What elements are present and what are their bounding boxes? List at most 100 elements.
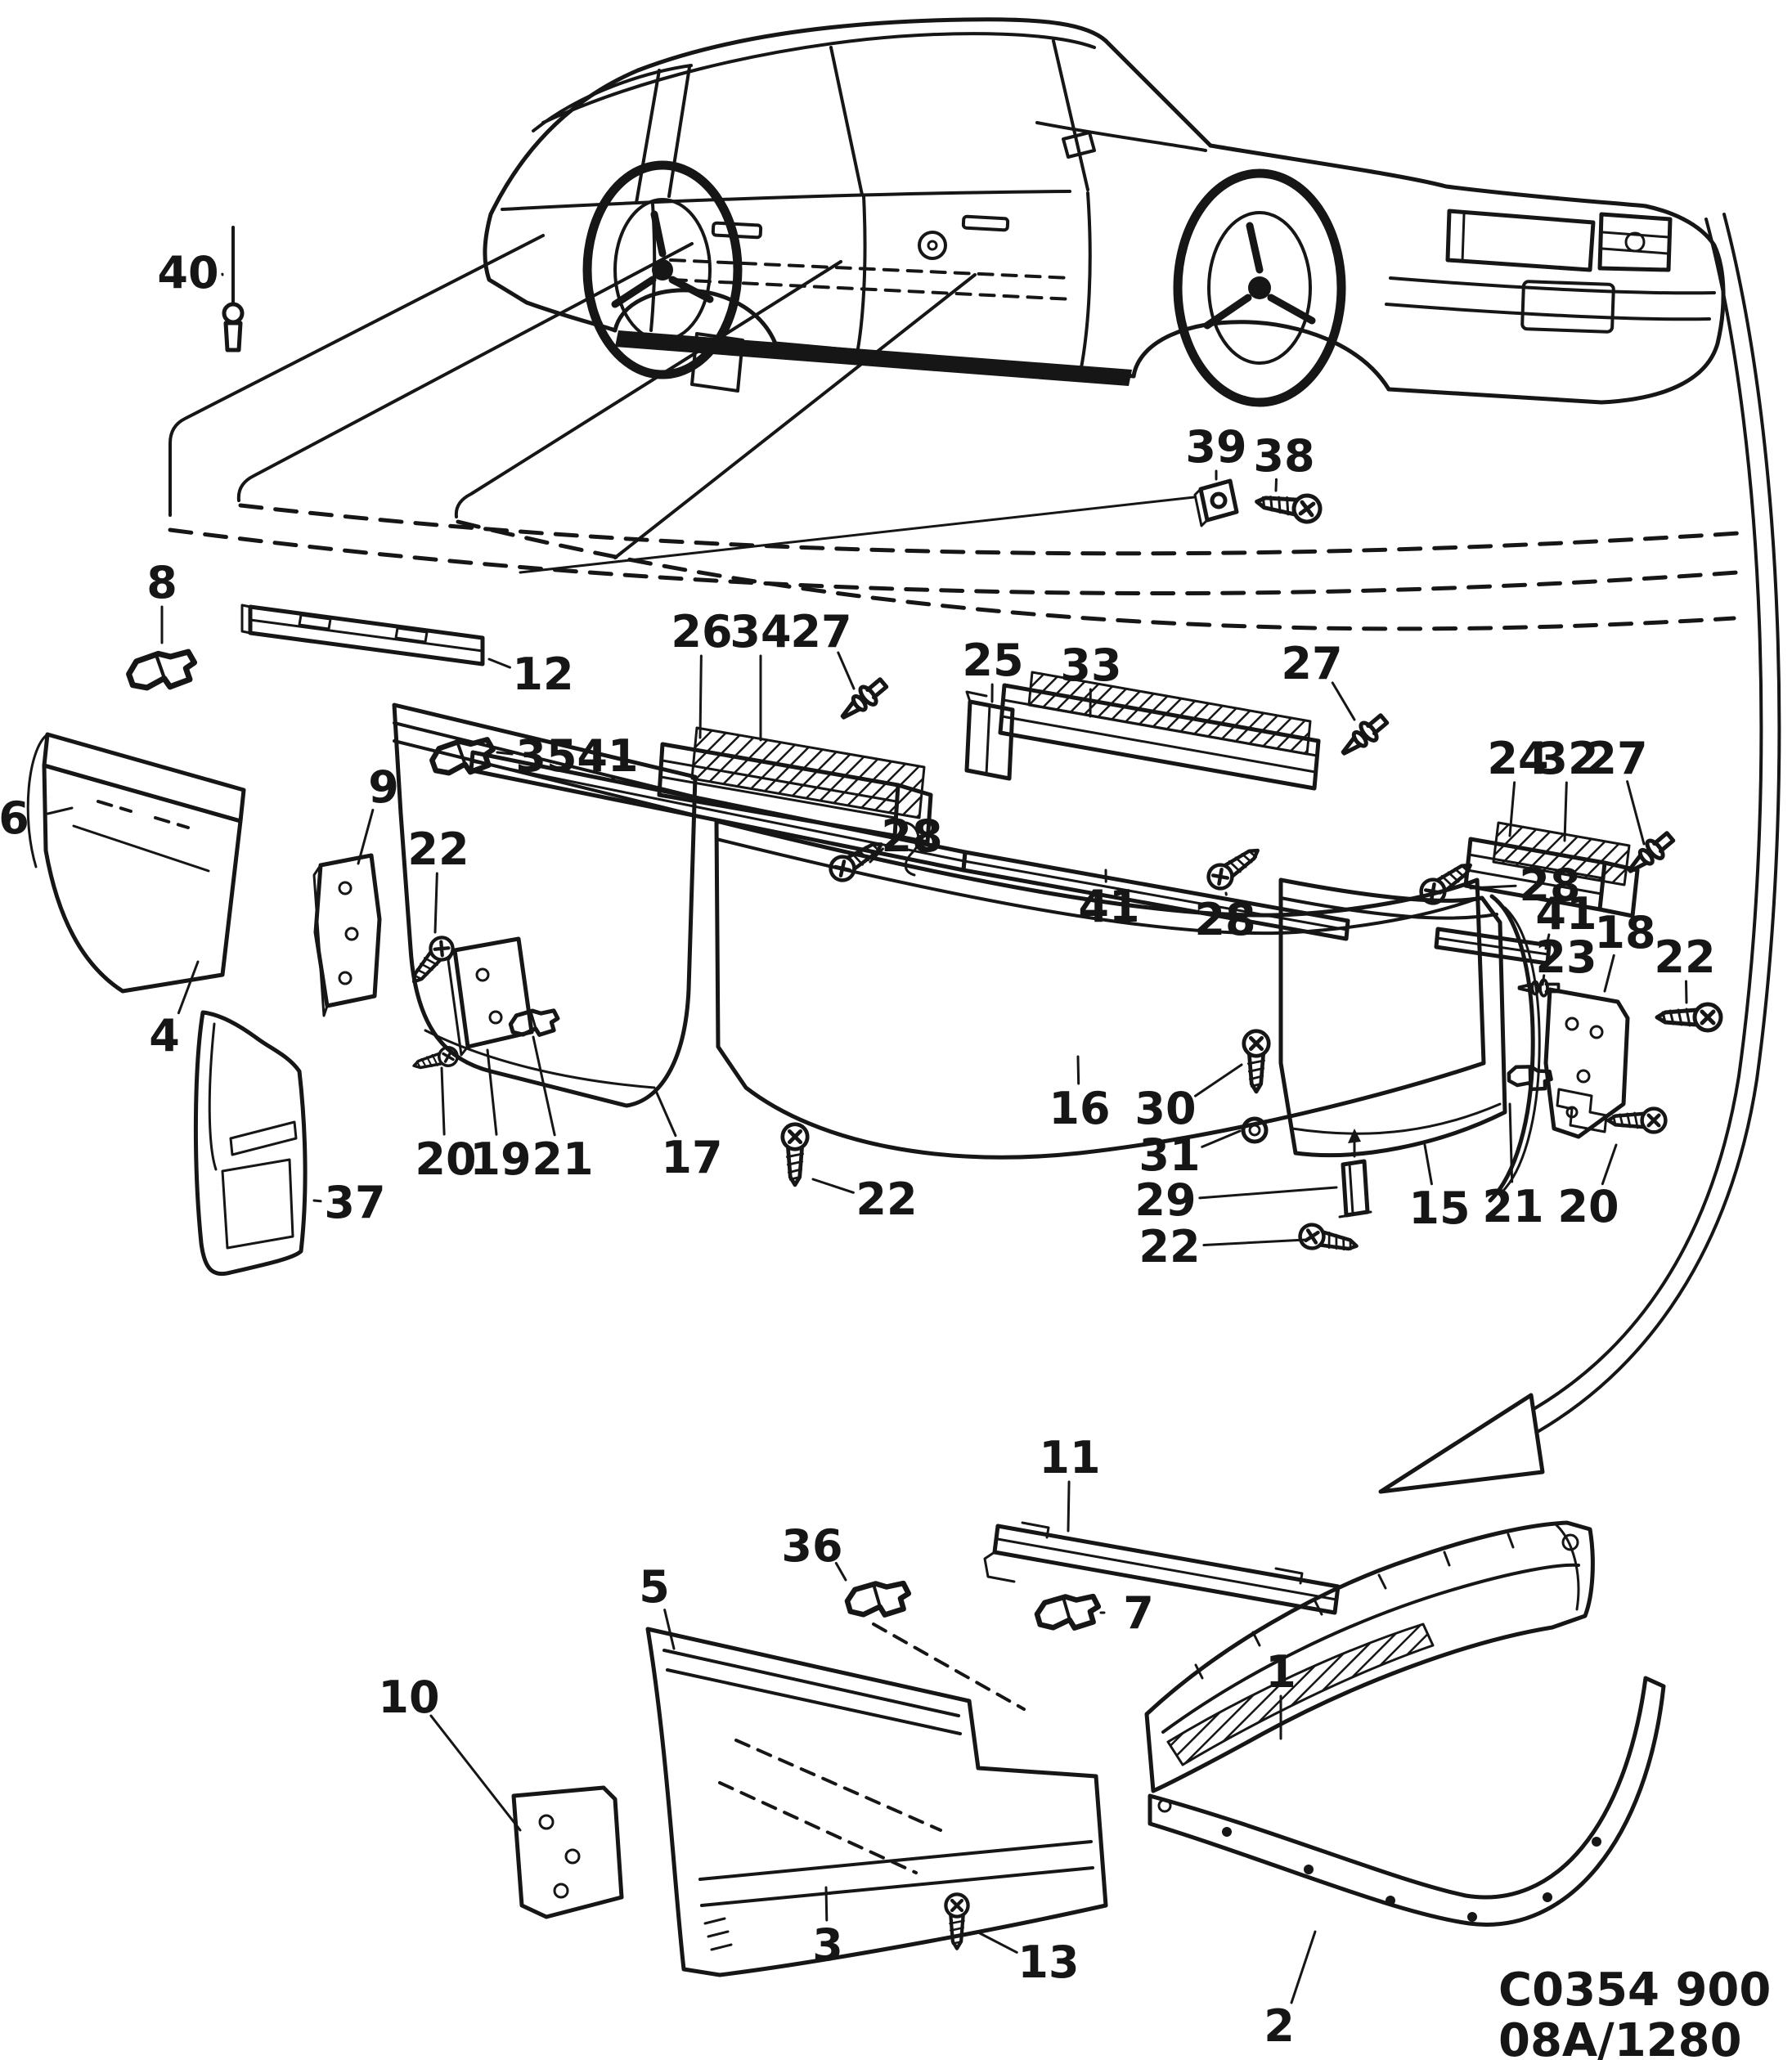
callout-leader <box>433 872 438 934</box>
callout-label-41[interactable]: 41 <box>1078 881 1139 932</box>
part-end-panel-4-6 <box>26 732 246 994</box>
part-rail-12 <box>240 604 485 666</box>
callout-leader <box>811 1178 855 1194</box>
callout-label-33[interactable]: 33 <box>1060 640 1121 691</box>
part-screw-22-center <box>1298 1223 1359 1258</box>
callout-label-28[interactable]: 28 <box>1519 859 1580 911</box>
part-bracket-19 <box>447 936 534 1057</box>
callout-leader <box>824 1886 829 1922</box>
callout-leader <box>1076 1055 1080 1085</box>
part-spacer-29 <box>1338 1129 1372 1218</box>
callout-label-22[interactable]: 22 <box>1654 931 1715 983</box>
callout-label-28[interactable]: 28 <box>1194 894 1255 945</box>
callout-label-19[interactable]: 19 <box>469 1133 531 1185</box>
callout-leader <box>487 657 511 669</box>
callout-leader <box>532 1035 556 1137</box>
part-rivet-27-left <box>837 675 891 725</box>
part-screw-28-mid <box>1204 841 1264 893</box>
callout-label-9[interactable]: 9 <box>368 761 399 813</box>
callout-label-17[interactable]: 17 <box>661 1132 722 1183</box>
callout-label-13[interactable]: 13 <box>1017 1937 1079 1988</box>
callout-leader <box>1469 884 1517 890</box>
callout-label-22[interactable]: 22 <box>1139 1221 1200 1272</box>
callout-label-31[interactable]: 31 <box>1139 1129 1200 1181</box>
callout-label-28[interactable]: 28 <box>881 810 942 862</box>
callout-label-20[interactable]: 20 <box>415 1133 476 1185</box>
callout-label-22[interactable]: 22 <box>407 824 469 875</box>
callout-label-27[interactable]: 27 <box>1586 733 1647 784</box>
callout-leader <box>429 1714 522 1832</box>
callout-leader <box>1563 781 1568 842</box>
callout-label-6[interactable]: 6 <box>0 792 29 844</box>
callout-label-25[interactable]: 25 <box>962 635 1023 686</box>
part-screw-30 <box>1244 1031 1269 1092</box>
part-strip-41 <box>469 750 1552 966</box>
callout-leader <box>496 751 514 756</box>
callout-label-40[interactable]: 40 <box>157 247 218 298</box>
callout-label-37[interactable]: 37 <box>324 1177 385 1228</box>
callout-label-30[interactable]: 30 <box>1134 1083 1196 1134</box>
callout-label-34[interactable]: 34 <box>730 606 791 657</box>
callout-leader <box>654 1089 677 1138</box>
callout-leader <box>869 847 884 864</box>
callout-label-24[interactable]: 24 <box>1487 733 1548 784</box>
callout-leader <box>46 806 74 815</box>
callout-label-20[interactable]: 20 <box>1557 1181 1619 1232</box>
callout-label-16[interactable]: 16 <box>1049 1083 1110 1134</box>
part-bolt-20-right <box>1556 1088 1665 1132</box>
callout-label-41[interactable]: 41 <box>577 730 638 782</box>
callout-label-26[interactable]: 26 <box>671 606 732 657</box>
callout-leader <box>1508 781 1516 837</box>
part-panel-16 <box>714 819 1486 1160</box>
callout-label-32[interactable]: 32 <box>1537 733 1598 784</box>
callout-label-12[interactable]: 12 <box>512 649 573 700</box>
callout-label-15[interactable]: 15 <box>1408 1183 1470 1234</box>
callout-leader <box>440 1066 446 1136</box>
callout-label-35[interactable]: 35 <box>515 730 577 782</box>
part-rail-24-32 <box>1463 821 1640 918</box>
callout-leader <box>1603 954 1615 993</box>
drawing-sheet-code: 08A/1280 <box>1498 2014 1742 2060</box>
part-clip-36 <box>846 1581 910 1618</box>
callout-label-8[interactable]: 8 <box>146 557 177 608</box>
callout-label-39[interactable]: 39 <box>1185 421 1246 473</box>
callout-leader <box>1626 780 1646 846</box>
callout-label-21[interactable]: 21 <box>532 1133 593 1185</box>
callout-label-1[interactable]: 1 <box>1265 1646 1296 1698</box>
part-screw-13 <box>945 1894 968 1948</box>
callout-label-27[interactable]: 27 <box>790 606 851 657</box>
part-bracket-10 <box>511 1785 624 1919</box>
part-panel-15 <box>1278 877 1507 1158</box>
callout-label-4[interactable]: 4 <box>149 1010 180 1061</box>
part-nut-39 <box>1193 478 1239 527</box>
callout-label-7[interactable]: 7 <box>1123 1587 1154 1639</box>
position-lines <box>168 234 1741 1711</box>
part-spoiler-2 <box>1148 1676 1666 1927</box>
callout-label-2[interactable]: 2 <box>1264 2000 1295 2052</box>
callout-label-3[interactable]: 3 <box>812 1919 843 1971</box>
callout-label-5[interactable]: 5 <box>639 1561 670 1613</box>
callout-leader <box>1202 1238 1307 1247</box>
callout-label-29[interactable]: 29 <box>1134 1174 1196 1226</box>
part-panel-5-3 <box>645 1627 1108 1977</box>
part-washer-31 <box>1241 1116 1269 1144</box>
callout-label-22[interactable]: 22 <box>856 1174 917 1225</box>
callout-label-10[interactable]: 10 <box>378 1672 439 1723</box>
callout-label-11[interactable]: 11 <box>1039 1432 1100 1483</box>
callout-label-18[interactable]: 18 <box>1594 907 1655 958</box>
part-bolt-20-left <box>410 1043 461 1076</box>
callout-leader <box>978 1932 1018 1954</box>
callout-label-23[interactable]: 23 <box>1535 931 1597 983</box>
part-rivet-40 <box>222 226 245 352</box>
callout-label-36[interactable]: 36 <box>781 1520 842 1572</box>
callout-label-21[interactable]: 21 <box>1482 1181 1543 1232</box>
callout-leader <box>1331 681 1356 721</box>
callout-label-41[interactable]: 41 <box>1535 888 1597 940</box>
callout-label-27[interactable]: 27 <box>1281 638 1342 689</box>
callout-label-38[interactable]: 38 <box>1253 430 1314 482</box>
callout-leader <box>837 651 856 690</box>
callout-leader <box>1601 1143 1618 1186</box>
